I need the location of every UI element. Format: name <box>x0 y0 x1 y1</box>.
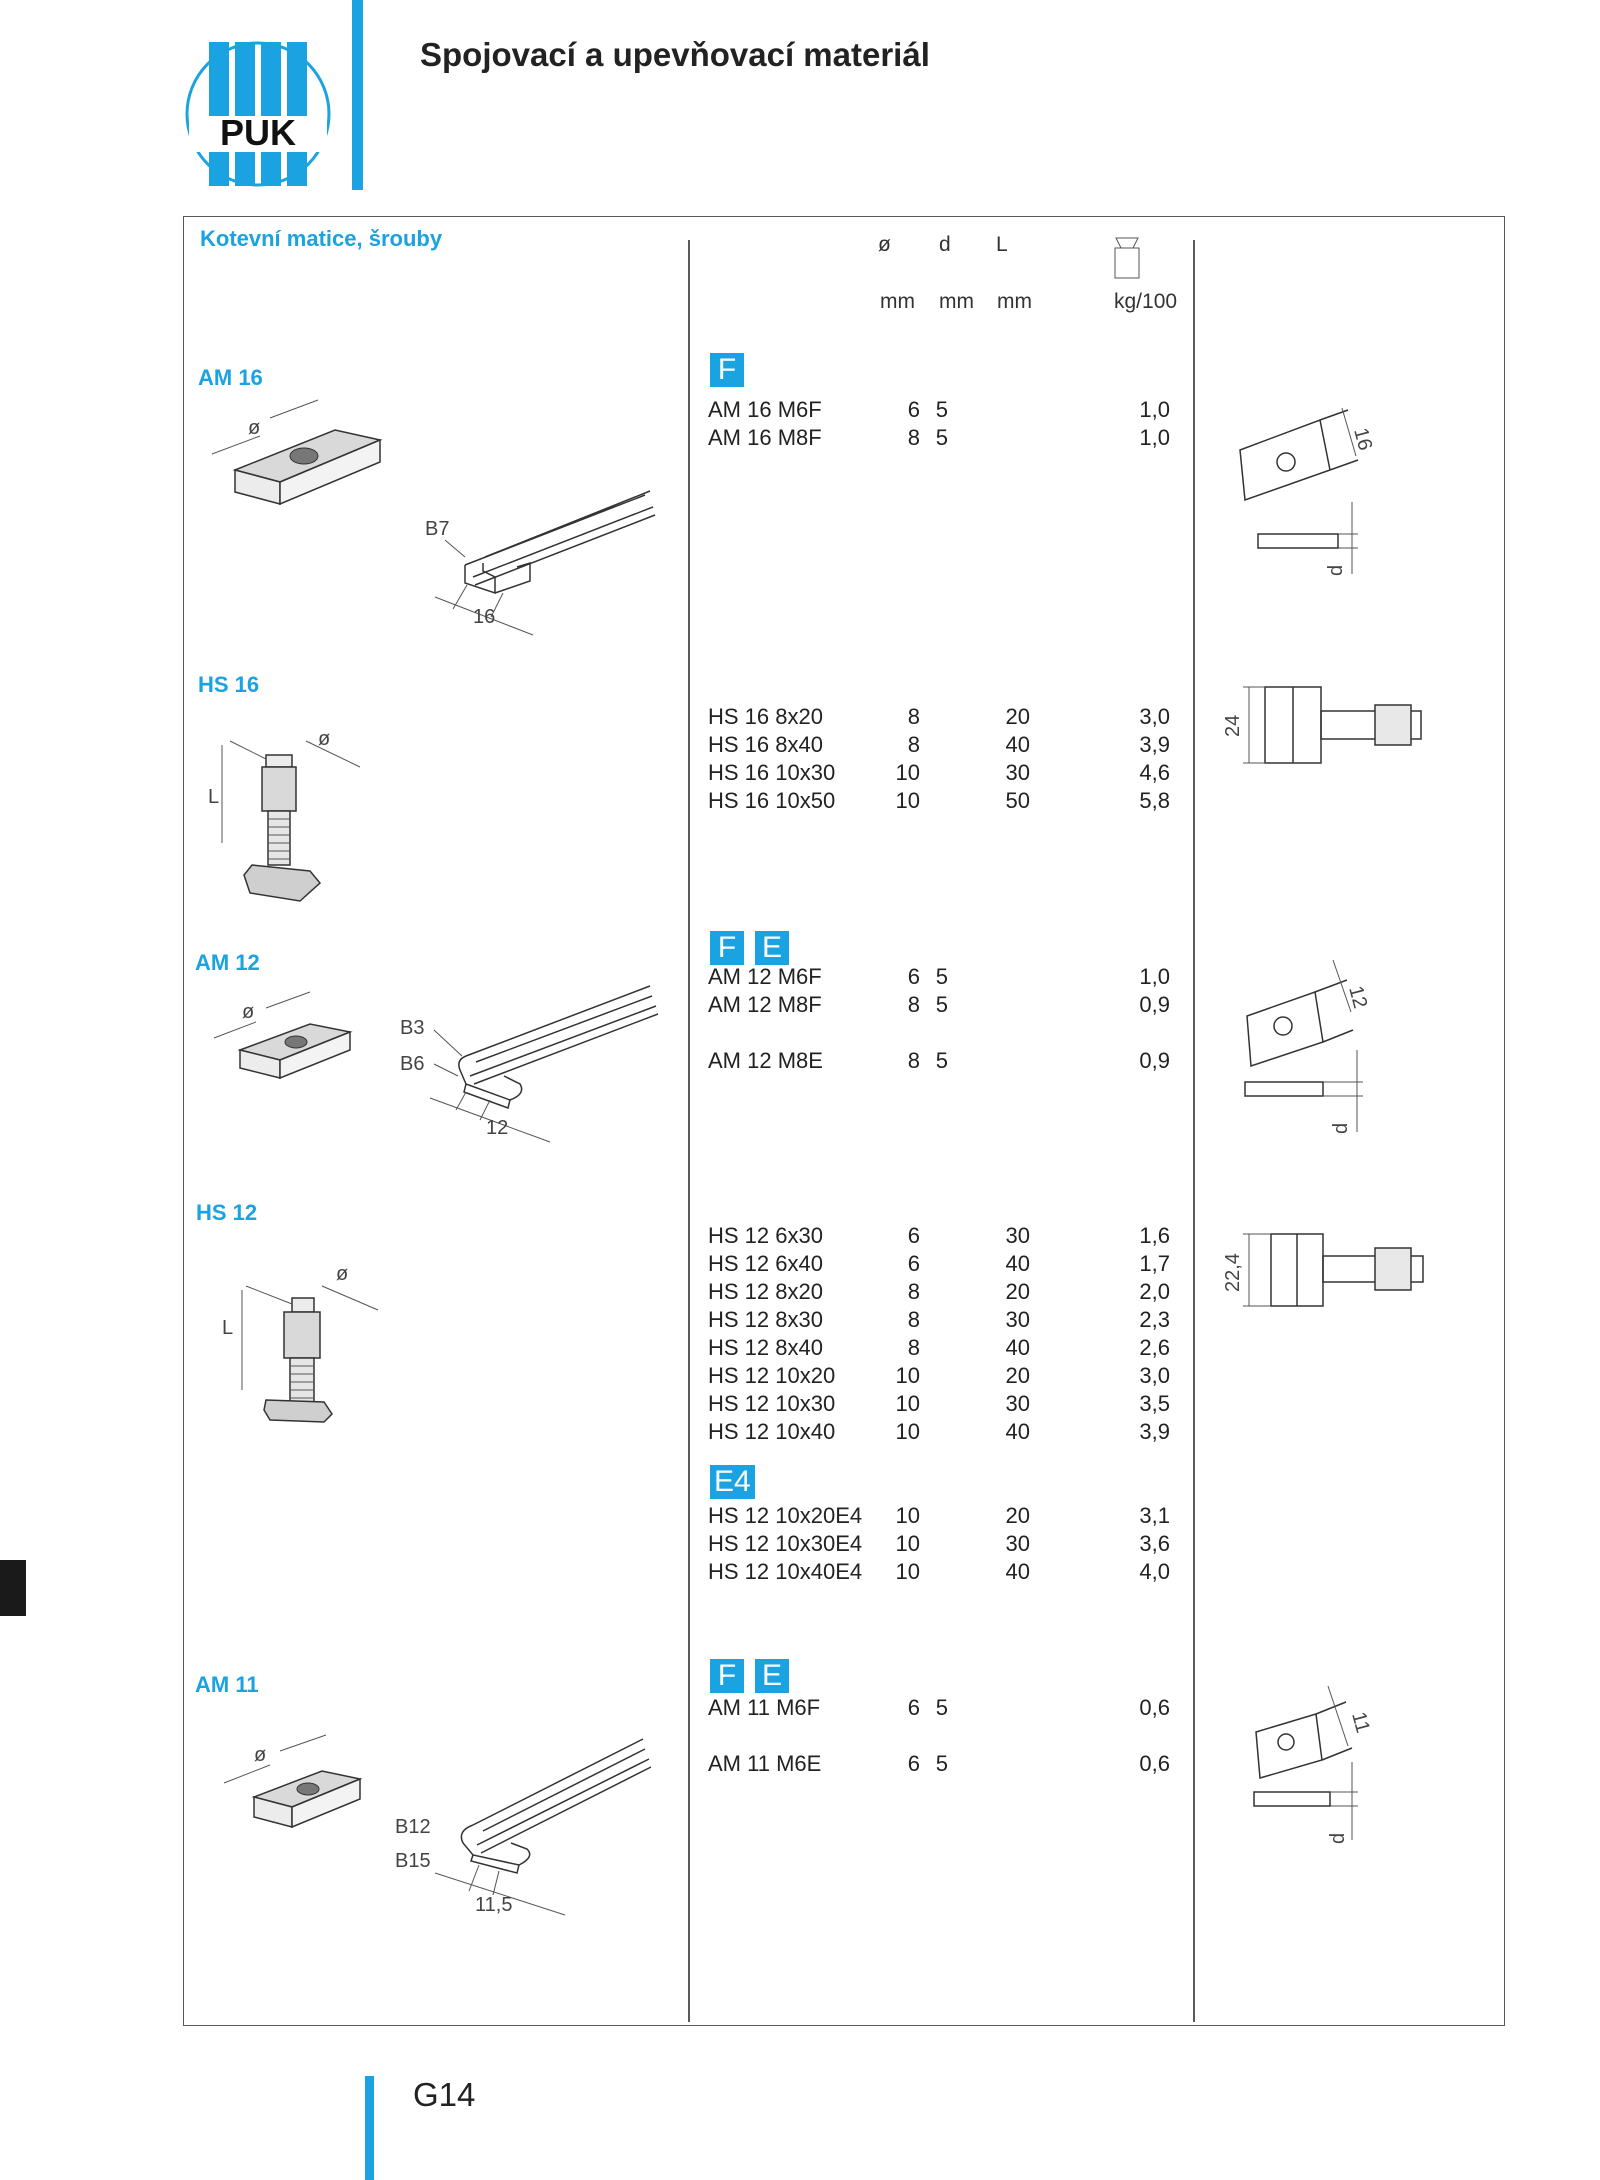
hs12-height-label: 22,4 <box>1222 1253 1244 1292</box>
badge-e: E <box>755 1659 789 1693</box>
col-unit-diameter: mm <box>880 290 915 313</box>
col-head-d: d <box>939 233 951 256</box>
am11-dia-label: ø <box>254 1744 266 1766</box>
am16-side-d: d <box>1325 565 1347 576</box>
am12-rail-drawing: B3 B6 12 <box>400 985 659 1143</box>
am12-rail-label-2: B6 <box>400 1053 424 1075</box>
page-title: Spojovací a upevňovací materiál <box>420 36 930 73</box>
am11-width-label: 11,5 <box>475 1894 512 1916</box>
hs16-bolt-drawing: L ø <box>208 728 361 902</box>
group-title-hs12: HS 12 <box>196 1200 258 1225</box>
am12-width-label: 12 <box>486 1117 508 1139</box>
am11-rail-drawing: B12 B15 11,5 <box>395 1738 652 1916</box>
hs16-side-drawing: 24 <box>1222 686 1422 764</box>
am11-side-drawing: 11 d <box>1253 1685 1374 1844</box>
col-unit-L: mm <box>997 290 1032 313</box>
hs16-height-label: 24 <box>1222 715 1244 737</box>
puk-logo-graphic: PUK <box>185 41 331 187</box>
hs12-len-label: L <box>222 1317 233 1339</box>
am11-rail-label-2: B15 <box>395 1850 431 1872</box>
badge-f: F <box>710 1659 744 1693</box>
badge-f: F <box>710 353 744 387</box>
col-head-L: L <box>996 233 1008 256</box>
group-title-am12: AM 12 <box>195 950 260 975</box>
am16-dia-label: ø <box>248 417 260 439</box>
column-divider-left <box>688 240 690 2022</box>
group-title-am11: AM 11 <box>195 1672 259 1697</box>
am12-side-width: 12 <box>1344 984 1371 1011</box>
col-unit-d: mm <box>939 290 974 313</box>
am16-side-drawing: 16 d <box>1239 407 1376 576</box>
footer-accent-bar <box>365 2076 374 2180</box>
am12-nut-drawing: ø <box>213 991 353 1080</box>
am16-rail-drawing: B7 16 <box>425 490 656 636</box>
side-tab-marker <box>0 1560 26 1616</box>
badge-f: F <box>710 931 744 965</box>
am12-side-d: d <box>1330 1123 1352 1134</box>
col-head-diameter: ø <box>878 233 891 256</box>
am12-dia-label: ø <box>242 1001 254 1023</box>
section-title: Kotevní matice, šrouby <box>200 226 443 251</box>
header-accent-bar <box>352 0 363 190</box>
am16-rail-label: B7 <box>425 518 449 540</box>
hs12-bolt-drawing: L ø <box>222 1263 379 1423</box>
group-title-am16: AM 16 <box>198 365 263 390</box>
hs16-dia-label: ø <box>318 728 330 750</box>
content-frame <box>183 216 1505 2026</box>
logo-text: PUK <box>220 112 296 153</box>
am16-width-label: 16 <box>473 606 495 628</box>
weight-icon <box>1114 237 1140 279</box>
am12-side-drawing: 12 d <box>1244 959 1371 1134</box>
am11-rail-label-1: B12 <box>395 1816 431 1838</box>
hs16-len-label: L <box>208 786 219 808</box>
badge-e: E <box>755 931 789 965</box>
col-unit-weight: kg/100 <box>1114 290 1178 313</box>
am11-side-d: d <box>1327 1833 1349 1844</box>
brand-logo: PUK <box>183 38 333 190</box>
badge-e4: E4 <box>710 1465 755 1499</box>
page-number: G14 <box>413 2076 476 2113</box>
hs12-dia-label: ø <box>336 1263 348 1285</box>
am11-side-width: 11 <box>1347 1710 1374 1736</box>
hs12-side-drawing: 22,4 <box>1222 1233 1424 1307</box>
am11-nut-drawing: ø <box>223 1734 363 1829</box>
column-divider-right <box>1193 240 1195 2022</box>
am12-rail-label-1: B3 <box>400 1017 424 1039</box>
am16-nut-drawing: ø <box>211 399 383 506</box>
group-title-hs16: HS 16 <box>198 672 260 697</box>
